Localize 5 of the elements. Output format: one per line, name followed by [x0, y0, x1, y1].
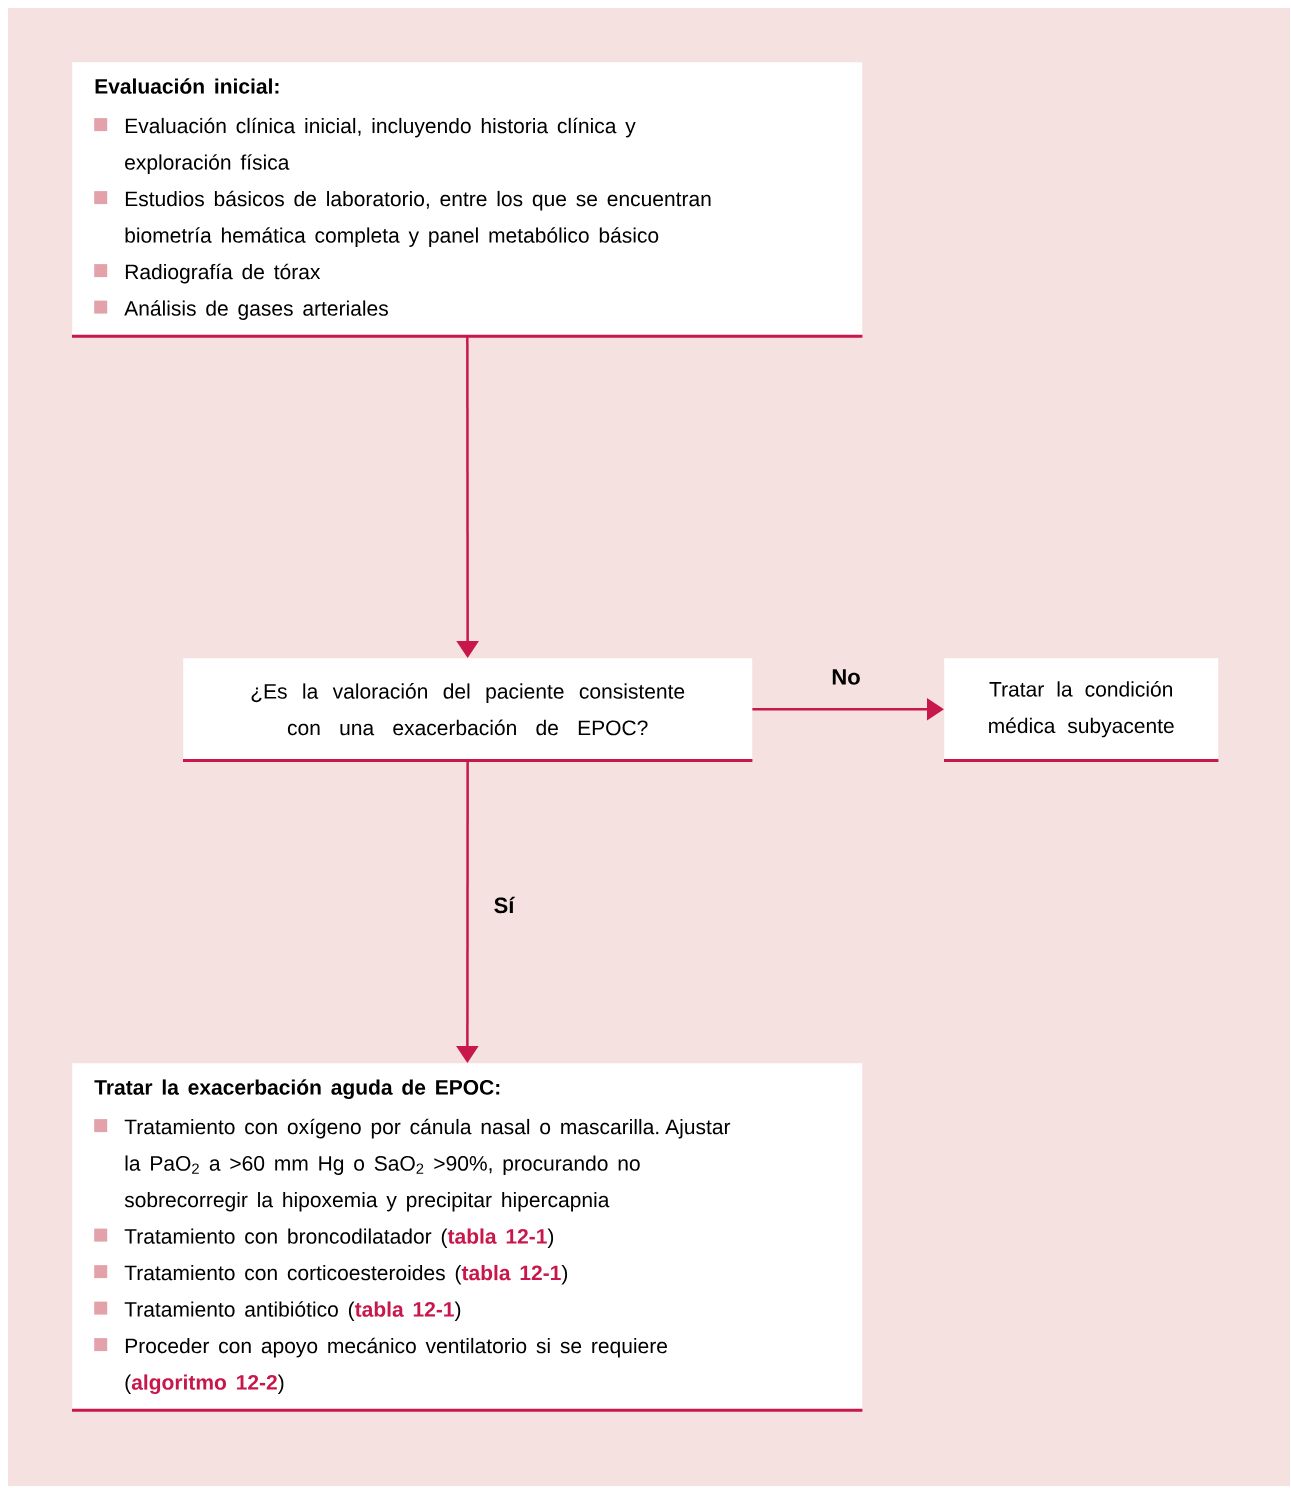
edge-label: No	[828, 666, 864, 688]
process-box: Tratar la condición médica subyacente	[944, 658, 1219, 762]
process-box: Evaluación inicial: Evaluación clínica inicial, incluyendo historia clínica y exploración física Estudios básicos de laboratorio, entre los que se encuentran biometría hemática completa y panel metabólico básico Radiografía de tórax Análisis de gases arteriales	[72, 62, 863, 338]
decision-box: ¿Es la valoración del paciente consistente con una exacerbación de EPOC?	[183, 658, 753, 762]
process-box: Tratar la exacerbación aguda de EPOC: Tratamiento con oxígeno por cánula nasal o mascarilla. Ajustar la PaO$_{2}$ a >60 mm Hg o SaO$_{2}$ >90%, procurando no sobrecorregir la hipoxemia y precipitar hipercapnia Tratamiento con broncodilatador (tabla 12-1) Tratamiento con corticoesteroides (tabla 12-1) Tratamiento antibiótico (tabla 12-1) Proceder con apoyo mecánico ventilatorio si se requiere (algoritmo 12-2)	[72, 1063, 863, 1412]
